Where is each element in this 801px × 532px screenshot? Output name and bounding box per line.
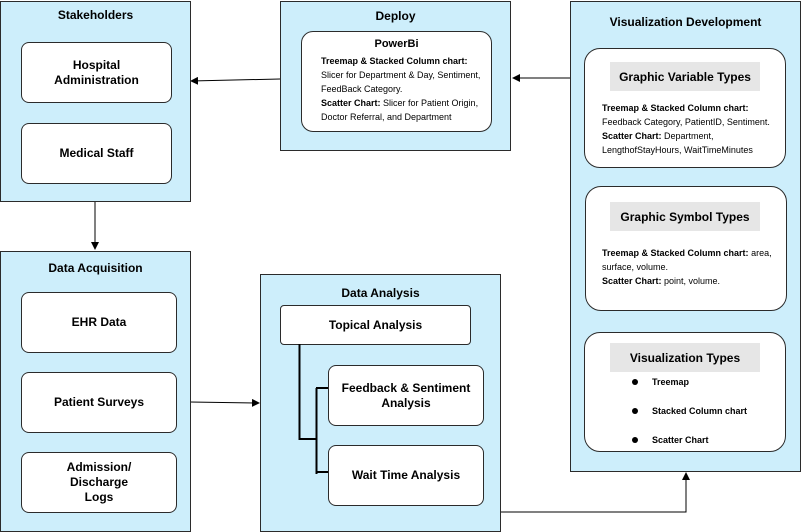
arrow-analysis-to-visdev — [500, 472, 690, 513]
variable-treemap-label: Treemap & Stacked Column chart: — [602, 103, 749, 113]
data-analysis-title: Data Analysis — [341, 286, 420, 300]
visualization-type-item: Stacked Column chart — [632, 406, 748, 416]
deploy-treemap-label: Treemap & Stacked Column chart: — [321, 56, 468, 66]
visualization-types-box: Visualization Types Treemap Stacked Colu… — [584, 332, 786, 452]
arrow-deploy-to-stakeholders — [190, 76, 281, 85]
graphic-symbol-types-box: Graphic Symbol Types Treemap & Stacked C… — [585, 186, 787, 311]
symbol-scatter-label: Scatter Chart: — [602, 276, 662, 286]
topical-analysis-box: Topical Analysis — [280, 305, 471, 345]
variable-treemap-text: Feedback Category, PatientID, Sentiment. — [602, 117, 770, 127]
ehr-data-box: EHR Data — [21, 292, 177, 353]
visualization-development-panel: Visualization Development Graphic Variab… — [570, 1, 801, 472]
stakeholders-panel: Stakeholders Hospital Administration Med… — [0, 1, 191, 202]
bullet-icon — [632, 408, 638, 414]
symbol-treemap-text: area, surface, volume. — [602, 248, 772, 272]
bullet-icon — [632, 379, 638, 385]
powerbi-description: Treemap & Stacked Column chart: Slicer f… — [321, 54, 491, 124]
powerbi-box: PowerBi Treemap & Stacked Column chart: … — [301, 31, 492, 132]
visualization-type-item: Treemap — [632, 377, 690, 387]
visualization-types-title: Visualization Types — [610, 343, 760, 372]
deploy-scatter-text: Slicer for Patient Origin, Doctor Referr… — [321, 98, 479, 122]
patient-surveys-box: Patient Surveys — [21, 372, 177, 433]
graphic-variable-types-box: Graphic Variable Types Treemap & Stacked… — [584, 48, 786, 168]
admission-discharge-logs-box: Admission/ Discharge Logs — [21, 452, 177, 513]
data-analysis-panel: Data Analysis Topical Analysis Feedback … — [260, 274, 501, 532]
symbol-scatter-text: point, volume. — [664, 276, 721, 286]
visualization-type-label: Scatter Chart — [652, 435, 709, 445]
bullet-icon — [632, 437, 638, 443]
visualization-type-label: Treemap — [652, 377, 690, 387]
graphic-symbol-types-title: Graphic Symbol Types — [610, 202, 760, 231]
hospital-administration-box: Hospital Administration — [21, 42, 172, 103]
medical-staff-box: Medical Staff — [21, 123, 172, 184]
graphic-variable-types-title: Graphic Variable Types — [610, 62, 760, 91]
variable-scatter-label: Scatter Chart: — [602, 131, 662, 141]
variable-scatter-text: Department, LengthofStayHours, WaitTimeM… — [602, 131, 753, 155]
stakeholders-title: Stakeholders — [57, 8, 134, 22]
deploy-title: Deploy — [375, 9, 416, 23]
tree-connector — [298, 344, 329, 473]
wait-time-analysis-box: Wait Time Analysis — [328, 445, 484, 506]
arrow-acquisition-to-analysis — [189, 398, 260, 407]
deploy-scatter-label: Scatter Chart: — [321, 98, 381, 108]
visualization-development-title: Visualization Development — [609, 15, 762, 29]
feedback-sentiment-analysis-box: Feedback & Sentiment Analysis — [328, 365, 484, 426]
symbol-treemap-label: Treemap & Stacked Column chart: — [602, 248, 749, 258]
visualization-type-label: Stacked Column chart — [652, 406, 748, 416]
data-acquisition-panel: Data Acquisition EHR Data Patient Survey… — [0, 251, 191, 532]
graphic-symbol-types-text: Treemap & Stacked Column chart: area, su… — [602, 246, 784, 288]
data-acquisition-title: Data Acquisition — [48, 261, 143, 275]
powerbi-title: PowerBi — [374, 38, 419, 50]
deploy-treemap-text: Slicer for Department & Day, Sentiment, … — [321, 70, 481, 94]
deploy-panel: Deploy PowerBi Treemap & Stacked Column … — [280, 1, 511, 151]
tree-connector-lower — [315, 440, 318, 474]
visualization-type-item: Scatter Chart — [632, 435, 709, 445]
graphic-variable-types-text: Treemap & Stacked Column chart: Feedback… — [602, 101, 784, 157]
